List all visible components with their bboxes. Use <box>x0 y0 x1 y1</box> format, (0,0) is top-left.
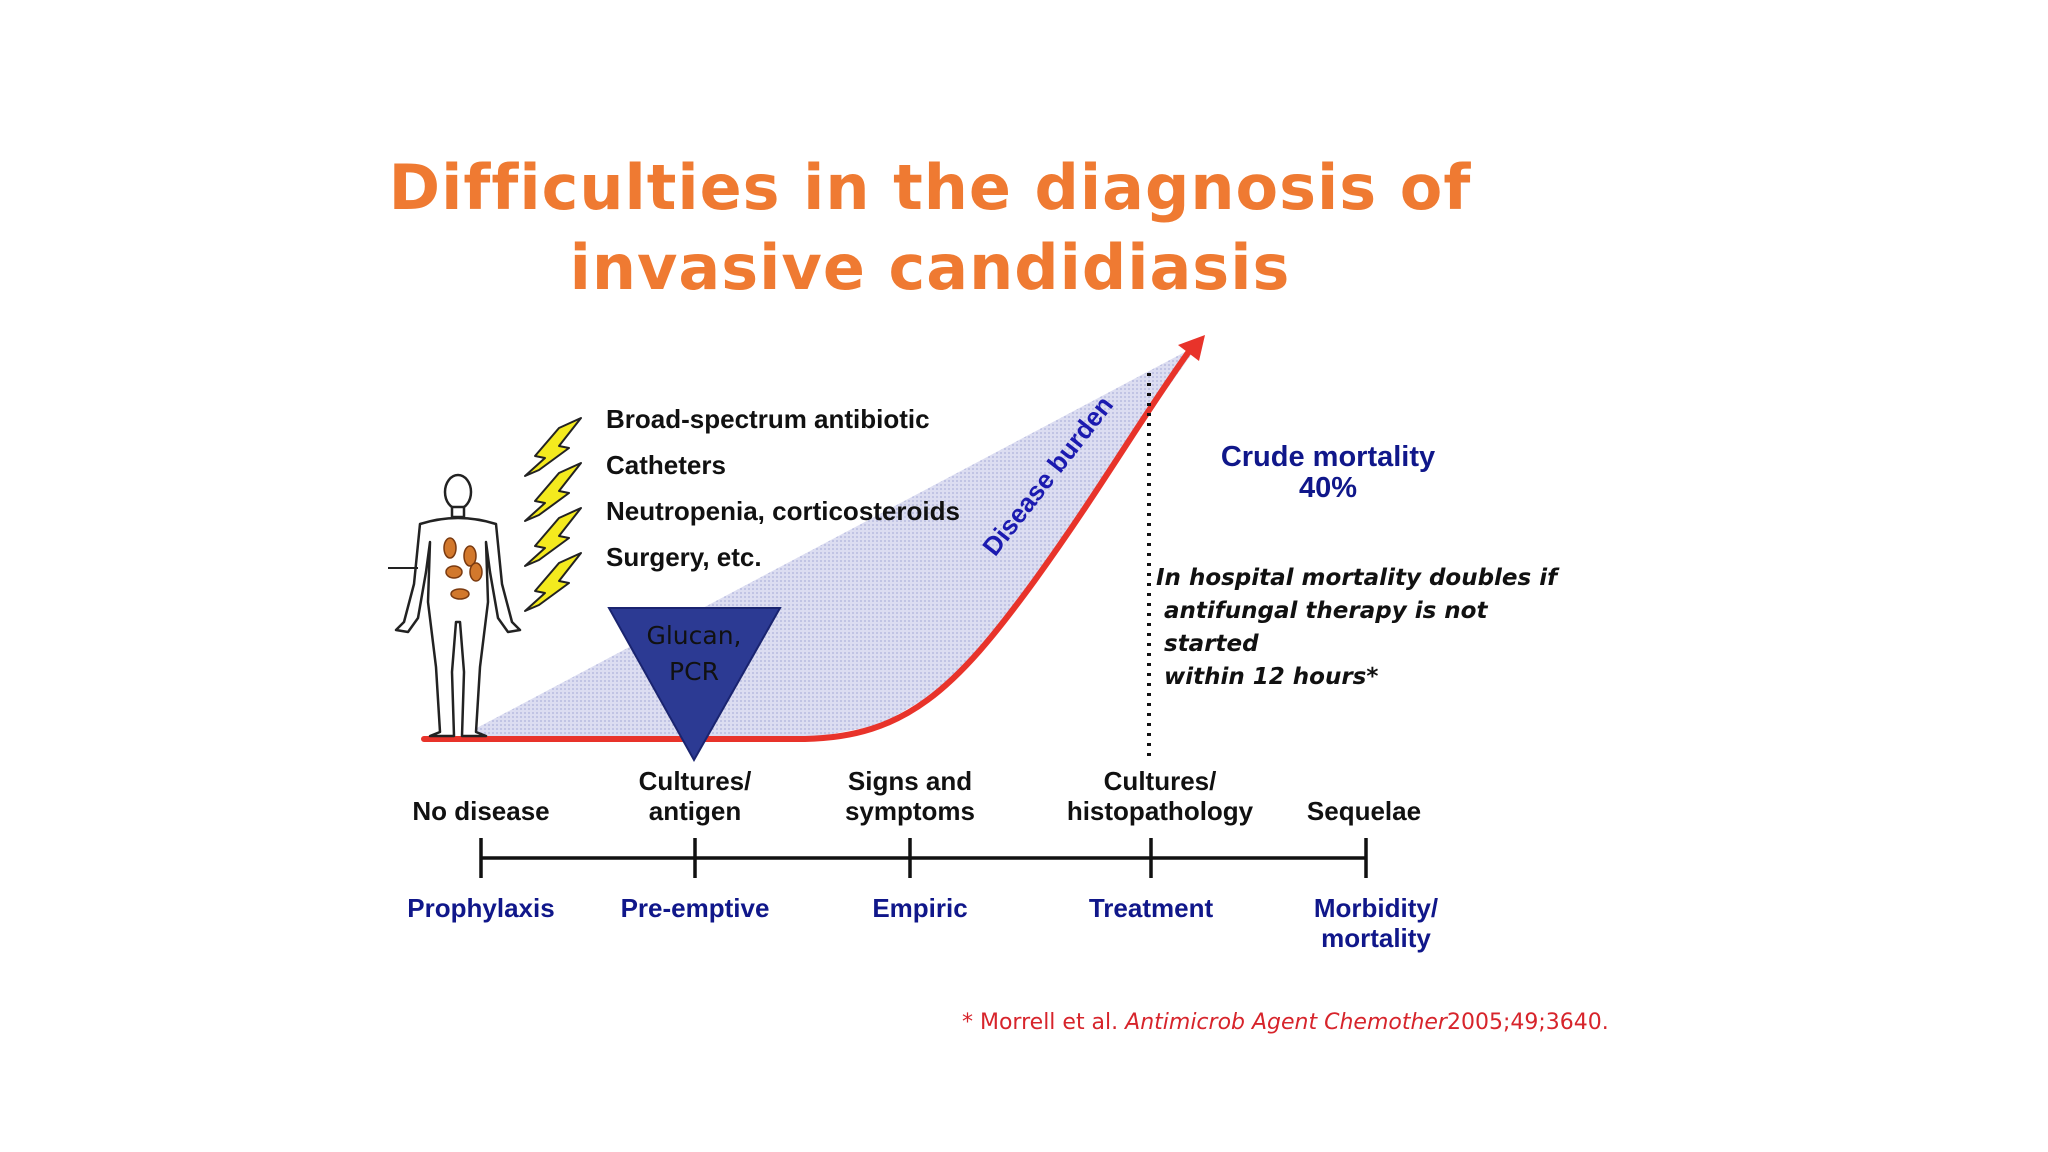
risk-factor-surgery: Surgery, etc. <box>606 542 762 572</box>
strategy-line-1: Treatment <box>1088 893 1214 923</box>
disease-curve <box>421 347 1193 742</box>
pcr-label: PCR <box>669 657 719 686</box>
stage-line-1: Cultures/ <box>638 766 752 796</box>
reference-journal: Antimicrob Agent Chemother <box>1125 1010 1447 1035</box>
lightning-bolt-icon <box>524 462 582 522</box>
reference-prefix: * Morrell et al. <box>962 1010 1126 1035</box>
strategy-line-1: Prophylaxis <box>407 893 555 923</box>
stage-line-1 <box>1244 766 1484 796</box>
strategy-morbidity-mortality: Morbidity/ mortality <box>1256 893 1496 953</box>
glucan-pcr-triangle <box>607 607 782 763</box>
strategy-pre-emptive: Pre-emptive <box>575 893 815 923</box>
stage-line-2: Sequelae <box>1306 796 1422 826</box>
mortality-note-line-2: antifungal therapy is not started <box>1164 598 1488 657</box>
stage-line-2: histopathology <box>1066 796 1254 826</box>
strategy-line-1: Morbidity/ <box>1313 893 1439 923</box>
stage-no-disease: No disease <box>361 766 601 826</box>
reference-citation: * Morrell et al. Antimicrob Agent Chemot… <box>962 1010 1609 1035</box>
human-body-icon <box>388 473 522 738</box>
stage-line-2: symptoms <box>844 796 976 826</box>
strategy-empiric: Empiric <box>800 893 1040 923</box>
risk-factor-neutropenia: Neutropenia, corticosteroids <box>606 496 960 526</box>
organ-icons <box>443 537 483 600</box>
mortality-note-line-3: within 12 hours* <box>1164 664 1379 690</box>
strategy-line-1: Empiric <box>872 893 968 923</box>
crude-mortality-label: Crude mortality <box>1220 441 1436 473</box>
mortality-note-line-1: In hospital mortality doubles if <box>1156 565 1558 591</box>
reference-details: 2005;49;3640. <box>1446 1010 1609 1035</box>
crude-mortality: Crude mortality 40% <box>1178 442 1478 504</box>
stage-sequelae: Sequelae <box>1244 766 1484 826</box>
risk-factor-catheters: Catheters <box>606 450 726 480</box>
stage-cultures-antigen: Cultures/ antigen <box>575 766 815 826</box>
stage-line-2: antigen <box>648 796 742 826</box>
slide-title: Difficulties in the diagnosis of invasiv… <box>360 148 1500 308</box>
strategy-treatment: Treatment <box>1031 893 1271 923</box>
glucan-pcr-label: Glucan, PCR <box>596 618 792 690</box>
lightning-bolt-icon <box>524 552 582 612</box>
disease-curve-arrowhead <box>1178 335 1205 361</box>
title-line-1: Difficulties in the diagnosis of <box>388 151 1472 224</box>
strategy-line-2: mortality <box>1321 923 1431 953</box>
stage-cultures-histopathology: Cultures/ histopathology <box>1040 766 1280 826</box>
crude-mortality-value: 40% <box>1298 472 1358 504</box>
title-line-2: invasive candidiasis <box>569 231 1291 304</box>
glucan-label: Glucan, <box>646 621 742 650</box>
strategy-prophylaxis: Prophylaxis <box>361 893 601 923</box>
lightning-bolt-icon <box>524 507 582 567</box>
stage-line-1: Signs and <box>847 766 973 796</box>
stage-line-2: No disease <box>412 796 550 826</box>
strategy-line-1: Pre-emptive <box>620 893 770 923</box>
mortality-note: In hospital mortality doubles if antifun… <box>1156 562 1576 694</box>
stage-line-1: Cultures/ <box>1103 766 1217 796</box>
timeline-axis <box>479 838 1368 878</box>
stage-line-1 <box>361 766 601 796</box>
stage-signs-symptoms: Signs and symptoms <box>790 766 1030 826</box>
lightning-bolt-icon <box>524 417 582 477</box>
risk-factor-antibiotic: Broad-spectrum antibiotic <box>606 404 930 434</box>
